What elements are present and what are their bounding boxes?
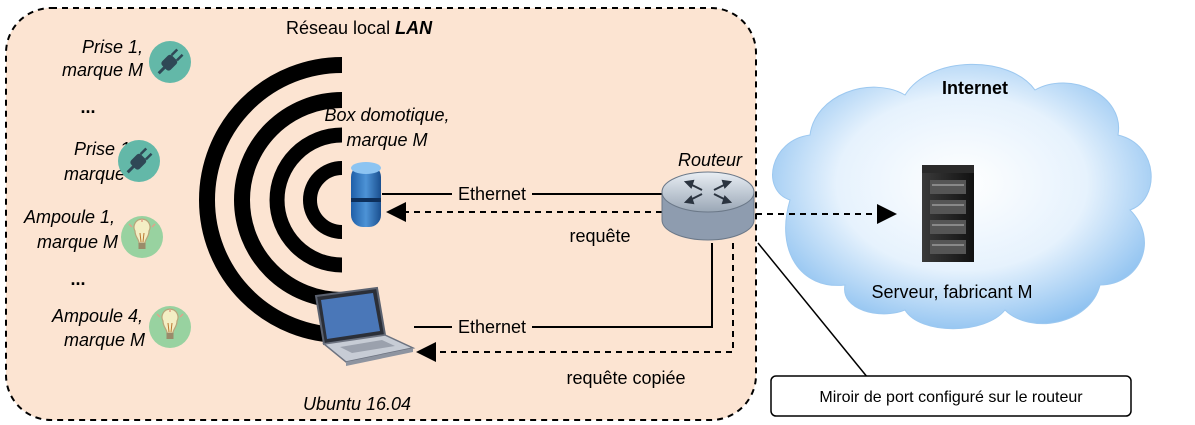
svg-text:marque M: marque M <box>62 60 143 80</box>
svg-text:marque M: marque M <box>64 330 145 350</box>
laptop-label: Ubuntu 16.04 <box>303 394 411 414</box>
laptop-icon <box>314 286 416 366</box>
device-ampoule-1: Ampoule 1, marque M <box>23 207 163 258</box>
box-label-line1: Box domotique, <box>324 105 449 125</box>
svg-text:Prise 1,: Prise 1, <box>82 37 143 57</box>
callout-box <box>770 375 1132 417</box>
request-copy-label: requête copiée <box>566 368 685 388</box>
home-automation-box-icon <box>351 162 381 227</box>
ellipsis: ... <box>70 269 85 289</box>
router-label: Routeur <box>678 150 743 170</box>
device-prise-12: Prise 12, marque M <box>64 139 160 184</box>
callout-pointer <box>757 242 869 379</box>
bulb-icon <box>149 306 191 348</box>
device-ampoule-4: Ampoule 4, marque M <box>51 306 191 350</box>
wifi-waves-icon <box>199 57 343 343</box>
svg-text:marque M: marque M <box>37 232 118 252</box>
internet-label: Internet <box>942 78 1008 98</box>
callout-text: Miroir de port configuré sur le routeur <box>819 389 1083 406</box>
request-copy-arrow <box>416 243 734 362</box>
device-list: Prise 1, marque M ... Prise 12, marque M <box>23 37 191 350</box>
device-prise-1: Prise 1, marque M <box>62 37 191 83</box>
ethernet-label-laptop: Ethernet <box>458 317 526 337</box>
svg-text:Ampoule 4,: Ampoule 4, <box>51 306 143 326</box>
plug-icon <box>118 140 160 182</box>
plug-icon <box>149 41 191 83</box>
ethernet-label-box: Ethernet <box>458 184 526 204</box>
box-label-line2: marque M <box>346 130 427 150</box>
bulb-icon <box>121 216 163 258</box>
request-label: requête <box>569 226 630 246</box>
svg-text:Ampoule 1,: Ampoule 1, <box>23 207 115 227</box>
ellipsis: ... <box>80 97 95 117</box>
server-label: Serveur, fabricant M <box>871 282 1032 302</box>
router-icon <box>661 171 755 241</box>
lan-title: Réseau local LAN <box>286 18 433 38</box>
server-icon <box>922 165 974 262</box>
